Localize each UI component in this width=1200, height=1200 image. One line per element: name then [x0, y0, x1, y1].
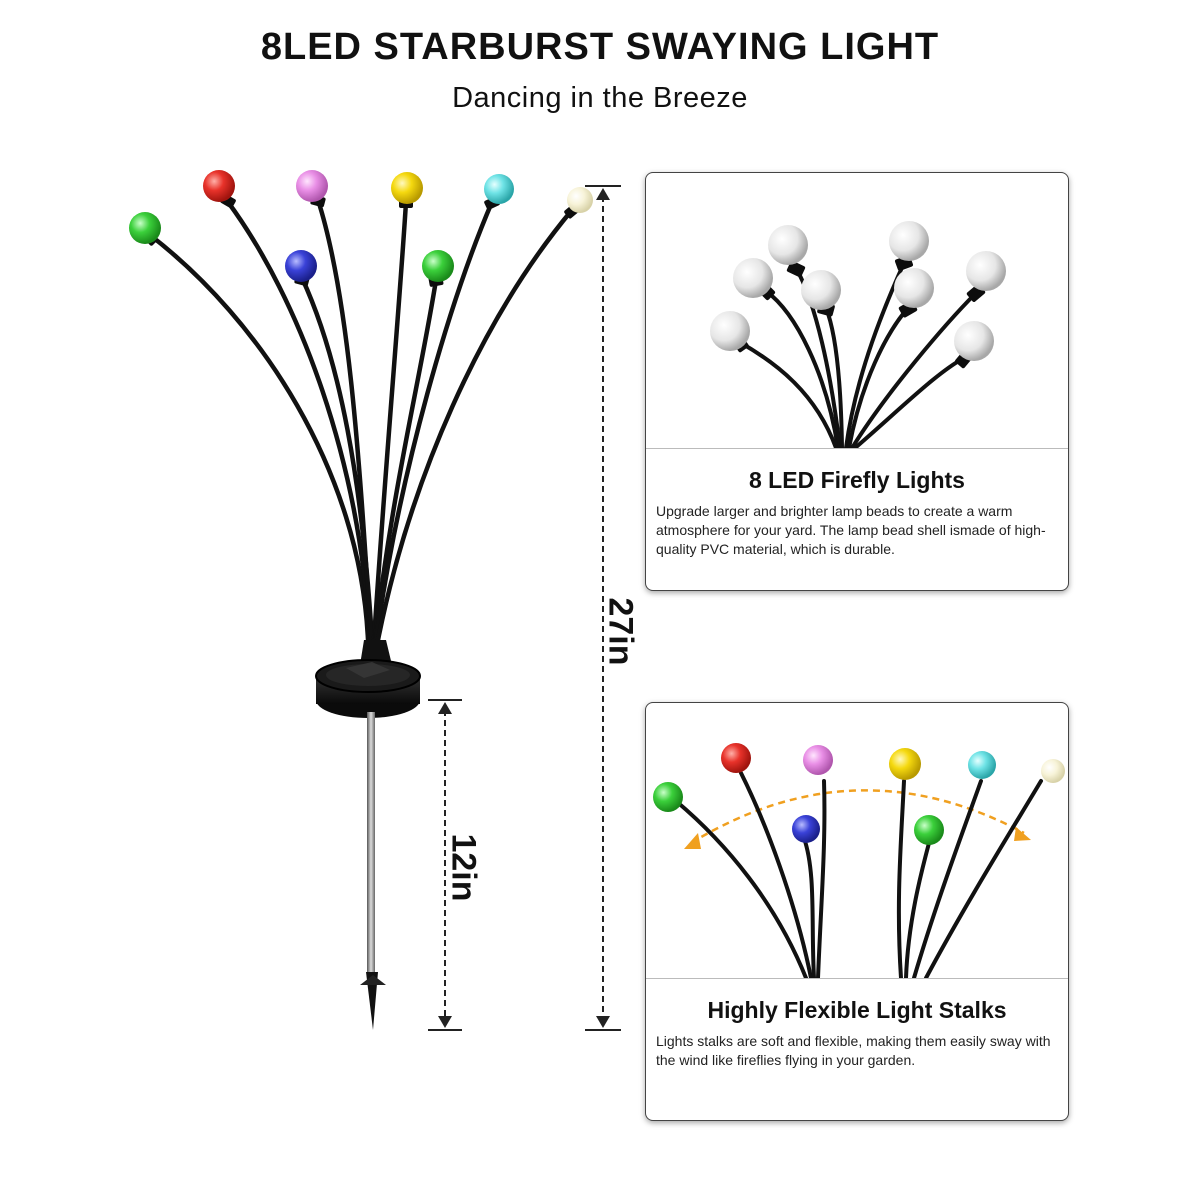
flexible-stalks-illustration — [653, 743, 1065, 980]
sway-arrow-icon — [690, 789, 1025, 845]
led-bead-icon — [801, 270, 841, 310]
led-bead-icon — [733, 258, 773, 298]
led-bead-icon — [966, 251, 1006, 291]
led-bead-icon — [710, 311, 750, 351]
feature-panel-flexible-stalks: Highly Flexible Light Stalks Lights stal… — [645, 702, 1069, 1121]
bead-caps — [142, 193, 580, 287]
stalks — [147, 197, 575, 643]
led-bead-icon — [889, 748, 921, 780]
stalk-yellow — [371, 199, 409, 643]
led-bead-icon — [894, 268, 934, 308]
feature-panel-firefly-lights: 8 LED Firefly Lights Upgrade larger and … — [645, 172, 1069, 591]
feature-heading: Highly Flexible Light Stalks — [707, 997, 1007, 1023]
led-bead-icon — [792, 815, 820, 843]
stake-fin — [360, 975, 386, 985]
feature-heading: 8 LED Firefly Lights — [749, 467, 965, 493]
stalk-cyan — [373, 199, 495, 643]
stalk-neck — [360, 640, 392, 665]
led-bead-icon — [768, 225, 808, 265]
stalk-green-2 — [372, 277, 439, 643]
solar-base-icon — [315, 659, 421, 718]
stake-spike — [366, 972, 378, 1030]
stalk-green — [147, 232, 371, 643]
led-bead-icon — [914, 815, 944, 845]
led-bead-icon — [721, 743, 751, 773]
dimension-27in-line — [585, 185, 621, 1031]
feature-description: Lights stalks are soft and flexible, mak… — [656, 1033, 1051, 1068]
led-beads — [129, 170, 593, 282]
stalk-blue — [299, 275, 375, 643]
stalk-warm — [375, 207, 575, 643]
page-subtitle: Dancing in the Breeze — [452, 82, 748, 114]
page-title: 8LED STARBURST SWAYING LIGHT — [260, 26, 940, 68]
dimension-12in-line — [428, 699, 462, 1031]
led-bead-icon — [285, 250, 317, 282]
stalk-red — [225, 199, 373, 643]
led-bead-icon — [391, 172, 423, 204]
led-bead-icon — [484, 174, 514, 204]
led-bead-icon — [889, 221, 929, 261]
ground-stake — [367, 712, 375, 974]
led-bead-icon — [1041, 759, 1065, 783]
led-bead-icon — [968, 751, 996, 779]
white-beads-illustration — [710, 221, 1006, 450]
dimension-27in-label: 27in — [601, 597, 640, 666]
led-bead-icon — [567, 187, 593, 213]
feature-caption: Highly Flexible Light Stalks Lights stal… — [646, 978, 1068, 1070]
feature-description: Upgrade larger and brighter lamp beads t… — [656, 503, 1046, 557]
led-bead-icon — [954, 321, 994, 361]
led-bead-icon — [296, 170, 328, 202]
led-bead-icon — [422, 250, 454, 282]
led-bead-icon — [203, 170, 235, 202]
led-bead-icon — [803, 745, 833, 775]
feature-caption: 8 LED Firefly Lights Upgrade larger and … — [646, 448, 1068, 559]
dimension-12in-label: 12in — [444, 833, 483, 902]
led-bead-icon — [653, 782, 683, 812]
led-bead-icon — [129, 212, 161, 244]
